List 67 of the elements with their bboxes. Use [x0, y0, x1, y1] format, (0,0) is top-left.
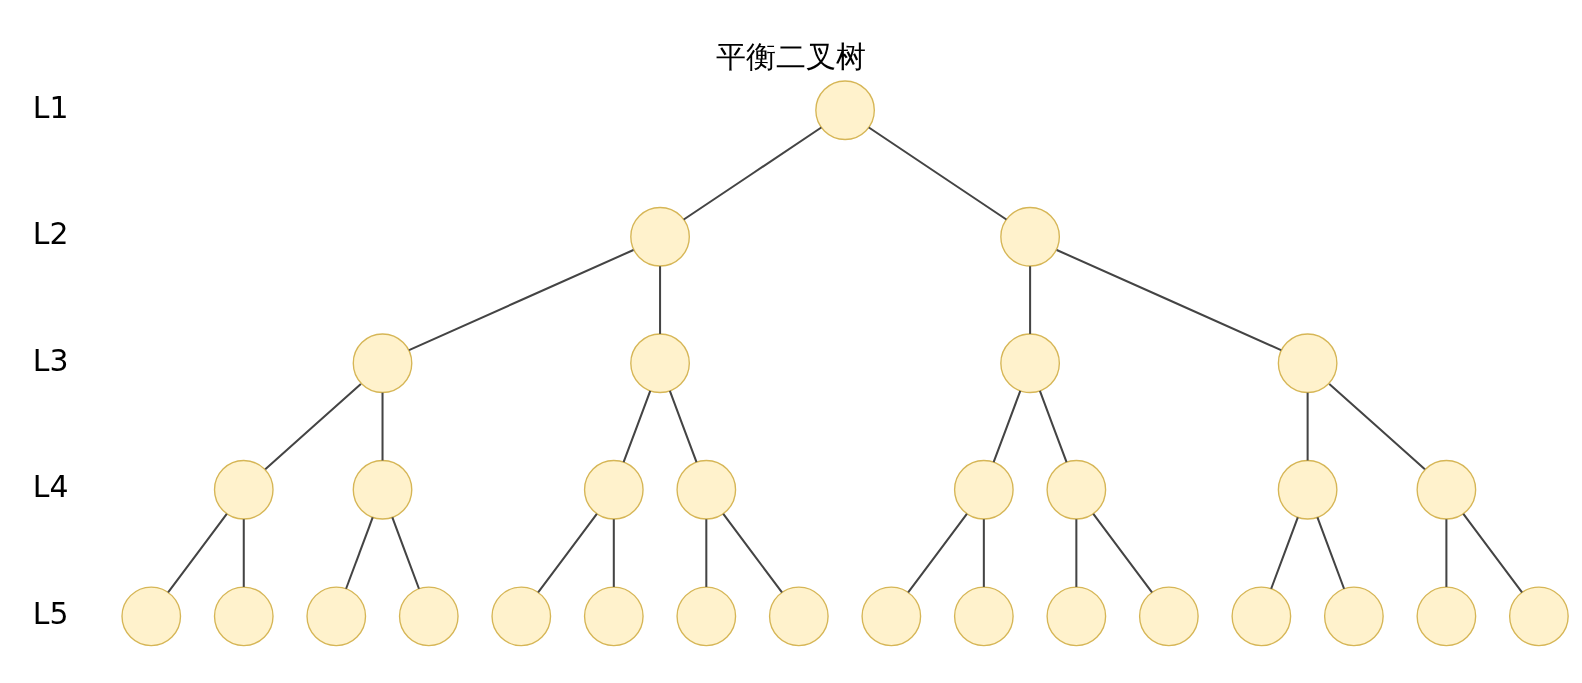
node-circle — [121, 586, 182, 647]
connector — [907, 513, 968, 593]
connector — [1029, 266, 1032, 334]
node-circle — [398, 586, 459, 647]
connector — [1056, 249, 1282, 351]
connector — [1316, 517, 1346, 590]
connector — [1328, 383, 1426, 470]
connector — [1075, 519, 1078, 587]
connector — [345, 517, 374, 590]
connector — [982, 519, 985, 587]
connector — [242, 519, 245, 587]
connector — [1462, 513, 1523, 593]
connector — [868, 126, 1007, 221]
node-circle — [676, 586, 737, 647]
connector — [668, 390, 698, 463]
node-circle — [1046, 586, 1107, 647]
node-circle — [306, 586, 367, 647]
node-circle — [352, 459, 413, 520]
connector — [391, 517, 420, 590]
connector — [1306, 392, 1309, 461]
node-circle — [1138, 586, 1199, 647]
connector — [659, 266, 662, 334]
node-circle — [768, 586, 829, 647]
connector — [705, 519, 708, 587]
node-circle — [676, 459, 737, 520]
label: L3 — [32, 342, 69, 378]
node-circle — [1231, 586, 1292, 647]
label: L2 — [32, 216, 69, 252]
diagram-title: 平衡二叉树 — [716, 38, 866, 74]
node-circle — [491, 586, 552, 647]
connector — [1092, 513, 1153, 593]
connector — [264, 383, 362, 470]
node-circle — [1046, 459, 1107, 520]
label: L4 — [32, 469, 69, 505]
node-circle — [630, 333, 690, 394]
node-circle — [630, 206, 690, 267]
node-circle — [1323, 586, 1384, 647]
connector — [167, 513, 228, 593]
node-circle — [1508, 586, 1569, 647]
node-circle — [953, 586, 1014, 647]
label: L1 — [32, 89, 69, 125]
connector — [612, 519, 615, 587]
node-circle — [583, 586, 644, 647]
connector — [408, 249, 634, 351]
node-circle — [953, 459, 1014, 520]
connector — [1270, 517, 1299, 590]
connector — [992, 390, 1022, 463]
node-circle — [352, 333, 413, 394]
node-circle — [1000, 333, 1061, 394]
node-circle — [1000, 206, 1061, 267]
label: L5 — [32, 595, 69, 631]
connector — [537, 513, 598, 593]
node-circle — [583, 459, 644, 520]
node-circle — [1416, 586, 1477, 647]
connector — [683, 126, 822, 221]
node-circle — [213, 586, 274, 647]
connector — [622, 390, 652, 463]
node-circle — [1416, 459, 1477, 520]
connector — [1445, 519, 1448, 587]
node-circle — [213, 459, 274, 520]
node-circle — [1277, 333, 1338, 394]
node-circle — [861, 586, 922, 647]
node-circle — [1277, 459, 1338, 520]
connector — [722, 513, 783, 593]
node-circle — [815, 80, 875, 141]
connector — [1038, 390, 1068, 463]
connector — [381, 392, 384, 461]
